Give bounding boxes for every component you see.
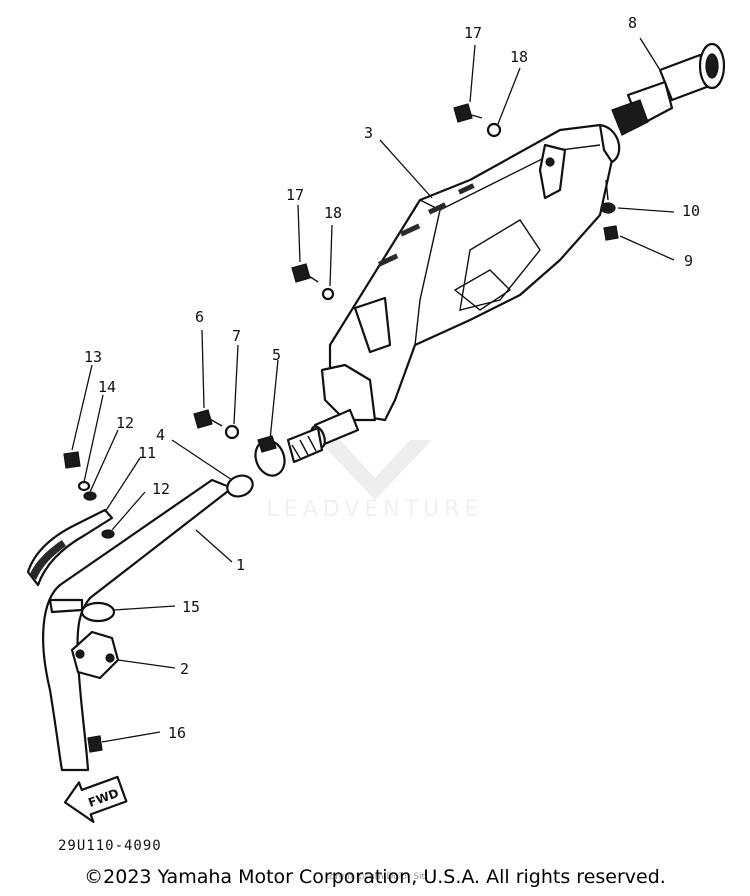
callout-16: 16 (168, 724, 186, 742)
callout-18-upper: 18 (510, 48, 528, 66)
protector-washer (77, 480, 91, 492)
callout-7: 7 (232, 327, 241, 345)
protector-damper-upper (83, 491, 97, 501)
clamp-washer (224, 424, 240, 440)
heat-protector (26, 508, 114, 587)
callout-12-lower: 12 (152, 480, 170, 498)
muffler-bolt-lower (291, 263, 319, 283)
callout-2: 2 (180, 660, 189, 678)
clamp-bolt (193, 409, 223, 429)
muffler-washer-lower (321, 287, 335, 301)
callout-10: 10 (682, 202, 700, 220)
callout-9: 9 (684, 252, 693, 270)
callout-5: 5 (272, 346, 281, 364)
fwd-arrow-icon: FWD (63, 775, 128, 823)
muffler-mount-bolt (603, 225, 619, 241)
watermark-subtext: Lorem Ipsum Dolor Sit (324, 872, 426, 882)
watermark-text: LEADVENTURE (267, 497, 484, 522)
exhaust-gasket (80, 601, 116, 623)
muffler-bolt-upper (453, 103, 483, 123)
leader-lines (71, 37, 675, 743)
callout-18-lower: 18 (324, 204, 342, 222)
grommet (600, 202, 616, 214)
gasket-sleeve (226, 474, 254, 498)
callout-15: 15 (182, 598, 200, 616)
callout-1: 1 (236, 556, 245, 574)
callout-12-upper: 12 (116, 414, 134, 432)
muffler-inlet-pipe (286, 408, 360, 464)
exhaust-pipe (42, 478, 234, 772)
tail-pipe (611, 42, 726, 136)
callout-6: 6 (195, 308, 204, 326)
watermark-logo: LEADVENTURE (267, 440, 484, 522)
callout-14: 14 (98, 378, 116, 396)
exhaust-flange (70, 630, 120, 680)
callout-3: 3 (364, 124, 373, 142)
muffler-washer-upper (486, 122, 502, 138)
protector-damper-lower (101, 529, 115, 539)
callout-8: 8 (628, 14, 637, 32)
flange-stud (87, 735, 103, 753)
callout-labels: 1 2 3 4 5 6 7 8 9 10 11 12 12 13 14 15 1… (84, 14, 700, 742)
muffler-body (320, 123, 621, 422)
pipe-clamp (254, 435, 286, 477)
callout-13: 13 (84, 348, 102, 366)
callout-4: 4 (156, 426, 165, 444)
heat-protector-screw (63, 451, 81, 469)
callout-11: 11 (138, 444, 156, 462)
callout-17-upper: 17 (464, 24, 482, 42)
callout-17-lower: 17 (286, 186, 304, 204)
diagram-code: 29U110-4090 (58, 838, 162, 854)
copyright-notice: ©2023 Yamaha Motor Corporation, U.S.A. A… (84, 866, 666, 888)
